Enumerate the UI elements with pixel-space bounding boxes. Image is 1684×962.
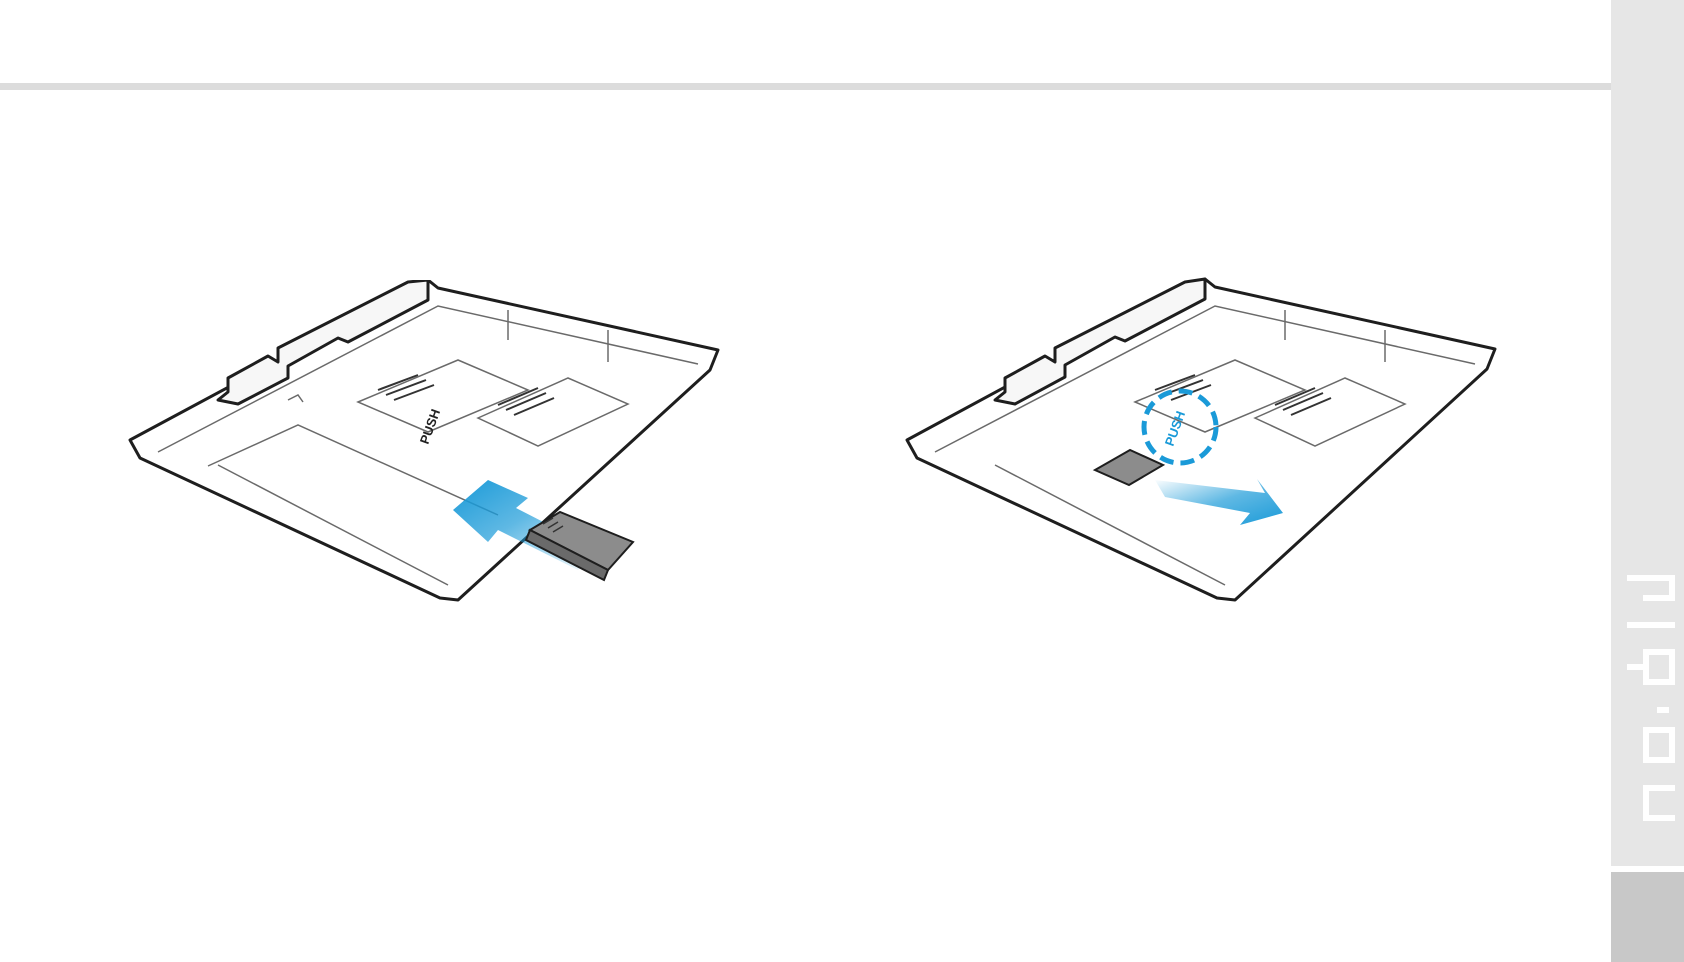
card-insert-illustration: PUSH — [128, 280, 778, 660]
side-page-tab — [1611, 872, 1684, 962]
tray-outline — [907, 279, 1495, 600]
pidion-logo — [1610, 570, 1684, 840]
card-eject-illustration: PUSH — [905, 275, 1555, 660]
header-rule — [0, 83, 1611, 90]
memory-card — [526, 512, 633, 580]
